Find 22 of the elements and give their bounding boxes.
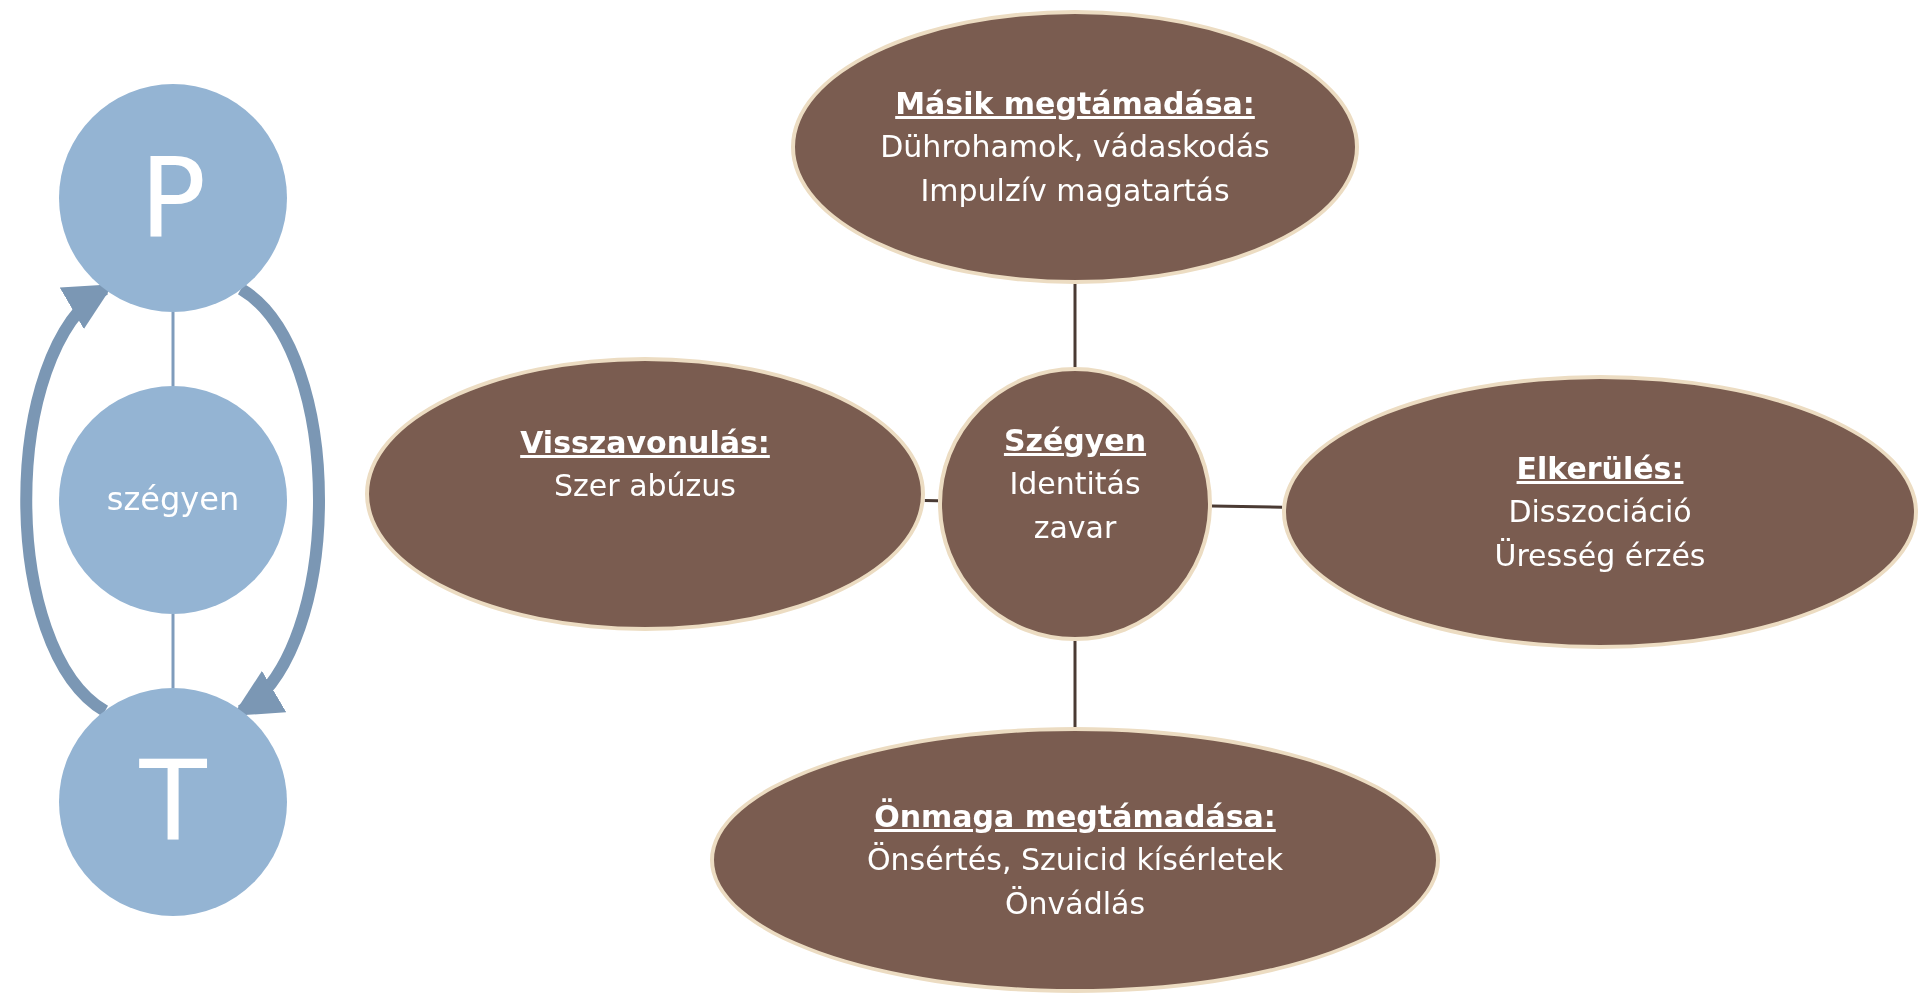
heading-text: Másik megtámadása: [894,84,1256,123]
connector-line [171,312,175,386]
letter-label: T [138,741,208,863]
node-text: Dührohamok, vádaskodás [879,128,1271,167]
node-text: Identitás zavar [1008,465,1142,547]
node-text: Önsértés, Szuicid kísérletek [866,841,1284,880]
node-text: Üresség érzés [1493,536,1707,575]
letter-label: P [138,137,208,259]
node-text: Disszociáció [1507,493,1693,532]
heading-text: Szégyen [1002,421,1148,460]
node-text: Impulzív magatartás [919,171,1231,210]
connector-line [1073,284,1077,367]
heading-text: Elkerülés: [1515,449,1685,488]
node-text: Szer abúzus [553,467,737,505]
connector-line [1211,504,1283,509]
connector-line [924,499,939,503]
node-text: szégyen [105,482,241,518]
node-text: Önvádlás [1003,884,1147,923]
heading-text: Önmaga megtámadása: [873,797,1277,836]
heading-text: Visszavonulás: [519,423,771,462]
connector-line [171,614,175,688]
connector-line [1073,641,1077,727]
